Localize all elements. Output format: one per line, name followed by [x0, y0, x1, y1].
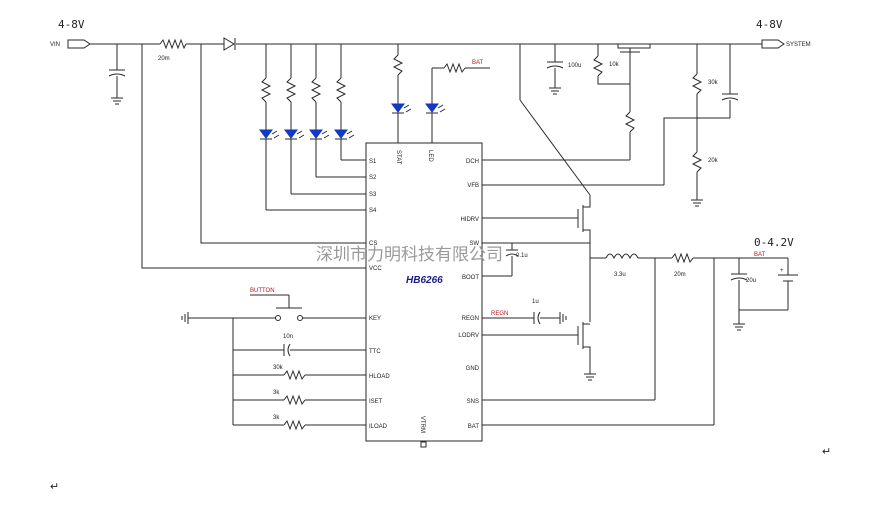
cs-wire [200, 44, 366, 244]
bat-out-label: BAT [754, 252, 766, 258]
watermark: 深圳市力明科技有限公司 [316, 245, 503, 265]
c-boot-value: 0.1u [516, 253, 528, 259]
vin-port [67, 39, 91, 49]
regn-capacitor [533, 311, 567, 325]
system-range-label: 4-8V [756, 18, 783, 31]
ground-symbol [111, 97, 123, 105]
r-sense-in-value: 20m [158, 56, 170, 62]
r-30k-value: 30k [708, 80, 719, 86]
pin-bat: BAT [468, 424, 480, 430]
svg-text:+: + [780, 268, 784, 274]
vcc-wire [141, 44, 366, 269]
r-sense-out-value: 20m [674, 272, 686, 278]
led-branches [259, 44, 366, 211]
vtrm-pad [420, 441, 427, 448]
feedback-divider [663, 44, 739, 207]
pin-s2: S2 [369, 175, 377, 181]
key-button [181, 294, 366, 324]
pin-boot: BOOT [462, 275, 479, 281]
pin-hload: HLOAD [369, 374, 390, 380]
led-branch-4 [334, 44, 366, 161]
left-pins: S1 S2 S3 S4 CS VCC KEY TTC HLOAD ISET IL… [369, 159, 390, 430]
paragraph-mark-left: ↵ [50, 481, 59, 493]
pin-vtrm: VTRM [419, 416, 425, 433]
pin-hidrv: HIDRV [460, 217, 479, 223]
pin-s3: S3 [369, 192, 377, 198]
pin-cs: CS [369, 241, 377, 247]
led-branch-3 [309, 44, 366, 178]
pin-stat: STAT [395, 150, 401, 165]
system-port [761, 39, 785, 49]
led-branch-2 [284, 44, 366, 195]
pin-vcc: VCC [369, 266, 382, 272]
pin-iload: ILOAD [369, 424, 388, 430]
r-20k-value: 20k [708, 158, 719, 164]
led-pin-branch [425, 62, 490, 143]
c-sys-value: 100u [568, 63, 581, 69]
c-bat-value: 20u [746, 278, 756, 284]
sense-resistor-in [159, 38, 187, 50]
r-iset-value: 3k [273, 390, 280, 396]
chip-body [365, 142, 483, 442]
pin-sw: SW [469, 241, 479, 247]
c-regn-value: 1u [532, 299, 539, 305]
pin-s1: S1 [369, 159, 377, 165]
led-branch-1 [259, 44, 366, 211]
r-hload-value: 30k [273, 365, 284, 371]
inductor-value: 3.3u [614, 272, 626, 278]
chip-name: HB6266 [406, 275, 443, 286]
output-stage [590, 252, 760, 425]
system-label: SYSTEM [786, 42, 811, 48]
r-10k-value: 10k [609, 62, 620, 68]
discharge-switch [592, 43, 651, 160]
pin-gnd: GND [466, 366, 480, 372]
pin-dch: DCH [466, 159, 479, 165]
pin-sns: SNS [467, 399, 479, 405]
pin-key: KEY [369, 316, 381, 322]
input-diode [223, 37, 236, 51]
pin-s4: S4 [369, 208, 377, 214]
low-side-mosfet [570, 243, 596, 381]
bat-range-label: 0-4.2V [754, 236, 794, 249]
right-wiring [482, 159, 714, 426]
system-capacitor [546, 44, 564, 95]
r-iload-value: 3k [273, 415, 280, 421]
pin-regn: REGN [462, 316, 479, 322]
pin-lodrv: LODRV [458, 333, 479, 339]
pin-iset: ISET [369, 399, 383, 405]
stat-led-branch [391, 44, 412, 143]
regn-net-label: REGN [491, 311, 508, 317]
pin-ttc: TTC [369, 349, 381, 355]
bat-top-label: BAT [472, 60, 484, 66]
battery-cap-and-cell: + [730, 257, 798, 331]
right-pins: DCH VFB HIDRV SW BOOT REGN LODRV GND SNS… [458, 159, 479, 430]
pin-vfb: VFB [467, 183, 479, 189]
boot-capacitor [505, 243, 519, 276]
bottom-left-rail [232, 318, 366, 431]
pin-led: LED [427, 150, 433, 162]
vin-label: VIN [50, 42, 60, 48]
high-side-mosfet [519, 44, 591, 243]
c-ttc-value: 10n [283, 334, 293, 340]
input-capacitor [108, 44, 126, 98]
paragraph-mark-right: ↵ [822, 446, 831, 458]
vin-range-label: 4-8V [58, 18, 85, 31]
button-label: BUTTON [250, 288, 275, 294]
